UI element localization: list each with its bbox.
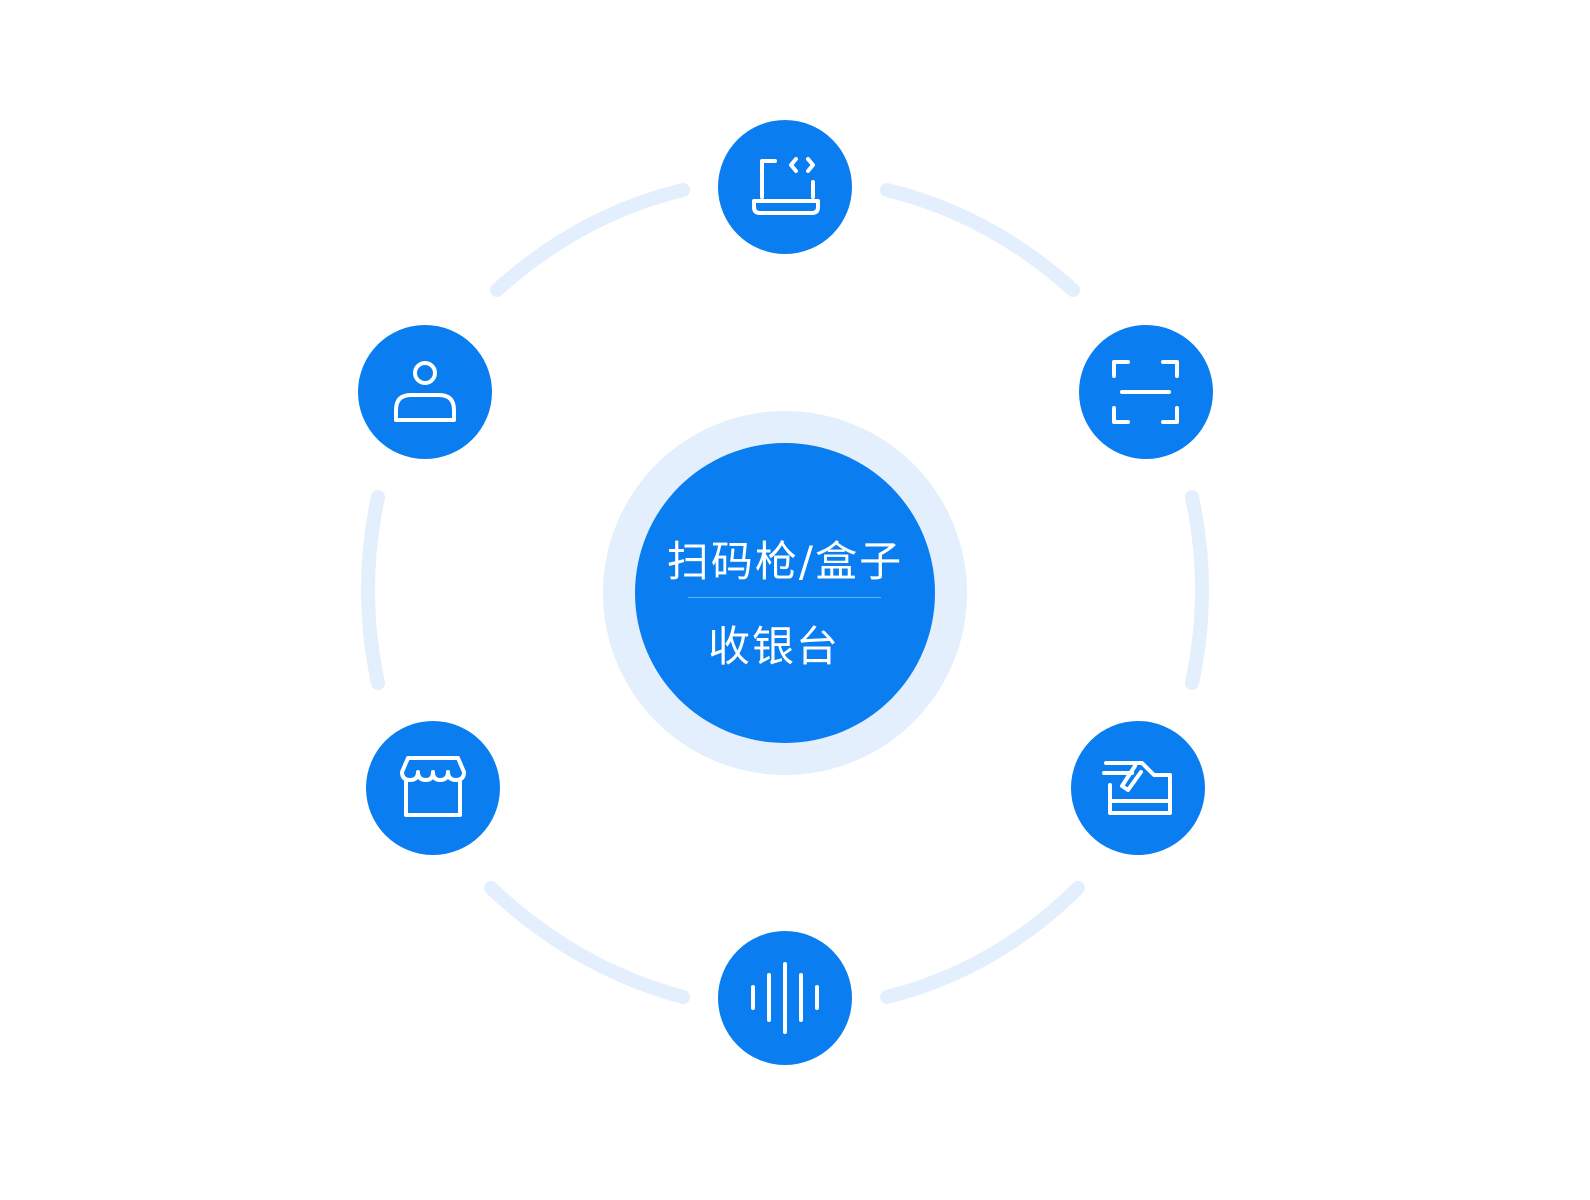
- scan-frame-icon: [1112, 360, 1179, 424]
- arc-top-left: [490, 183, 690, 297]
- center-divider: [688, 597, 881, 598]
- sound-wave-icon: [751, 962, 819, 1034]
- arc-left: [361, 490, 385, 690]
- node-lower-right[interactable]: [1071, 721, 1205, 855]
- center-circle: [635, 443, 935, 743]
- center-subtitle: 收银台: [707, 622, 840, 671]
- arc-bottom-right: [880, 881, 1085, 1004]
- arc-bottom-left: [484, 881, 690, 1004]
- node-bottom[interactable]: [718, 931, 852, 1065]
- node-top[interactable]: [718, 120, 852, 254]
- arc-top-right: [880, 183, 1080, 297]
- storefront-icon: [400, 756, 466, 817]
- user-icon: [394, 361, 456, 422]
- node-upper-left[interactable]: [358, 325, 492, 459]
- node-upper-right[interactable]: [1079, 325, 1213, 459]
- center-title: 扫码枪/盒子: [666, 537, 904, 586]
- connector-arcs: [361, 183, 1209, 1004]
- laptop-code-icon: [752, 157, 820, 215]
- arc-right: [1185, 490, 1209, 690]
- node-lower-left[interactable]: [366, 721, 500, 855]
- printer-sign-icon: [1102, 761, 1172, 815]
